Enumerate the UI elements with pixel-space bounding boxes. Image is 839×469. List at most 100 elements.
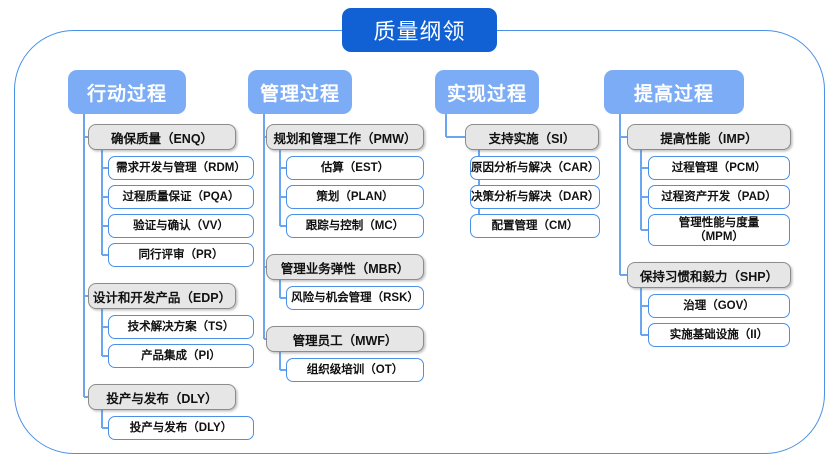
parent-node-label: 管理业务弹性（MBR） bbox=[280, 261, 410, 276]
child-node-label: 策划（PLAN） bbox=[316, 190, 394, 203]
connector-branch-to-child bbox=[641, 305, 648, 307]
column-header-label: 管理过程 bbox=[259, 83, 340, 105]
parent-node[interactable]: 确保质量（ENQ） bbox=[88, 124, 236, 150]
connector-branch-to-child bbox=[280, 196, 286, 198]
child-node-label: 配置管理（CM） bbox=[491, 219, 579, 232]
child-node[interactable]: 跟踪与控制（MC） bbox=[286, 214, 424, 238]
connector-branch-to-child bbox=[102, 254, 108, 256]
connector-column-trunk bbox=[619, 114, 621, 275]
child-node[interactable]: 需求开发与管理（RDM） bbox=[108, 156, 254, 180]
connector-branch-to-child bbox=[102, 225, 108, 227]
child-node[interactable]: 投产与发布（DLY） bbox=[108, 416, 254, 440]
connector-branch-to-child bbox=[102, 196, 108, 198]
parent-node[interactable]: 管理业务弹性（MBR） bbox=[266, 254, 424, 280]
child-node-label: 需求开发与管理（RDM） bbox=[116, 161, 246, 174]
parent-node-label: 规划和管理工作（PMW） bbox=[273, 131, 417, 146]
child-node[interactable]: 同行评审（PR） bbox=[108, 243, 254, 267]
parent-node[interactable]: 投产与发布（DLY） bbox=[88, 384, 236, 410]
child-node[interactable]: 估算（EST） bbox=[286, 156, 424, 180]
column-header-3[interactable]: 实现过程 bbox=[435, 70, 539, 114]
child-node[interactable]: 组织级培训（OT） bbox=[286, 358, 424, 382]
child-node-label: 决策分析与解决（DAR） bbox=[471, 190, 600, 203]
parent-node-label: 管理员工（MWF） bbox=[292, 333, 398, 348]
parent-node-label: 支持实施（SI） bbox=[488, 131, 576, 146]
connector-branch-to-child bbox=[102, 355, 108, 357]
child-node[interactable]: 风险与机会管理（RSK） bbox=[286, 286, 424, 310]
diagram-title-label: 质量纲领 bbox=[373, 19, 466, 44]
connector-branch-to-child bbox=[641, 229, 648, 231]
connector-trunk-to-parent bbox=[84, 396, 88, 398]
child-node[interactable]: 管理性能与度量（MPM） bbox=[648, 214, 790, 246]
child-node-label: 技术解决方案（TS） bbox=[127, 320, 235, 333]
child-node-label: 风险与机会管理（RSK） bbox=[291, 291, 419, 304]
child-node-label: 原因分析与解决（CAR） bbox=[471, 161, 600, 174]
parent-node[interactable]: 支持实施（SI） bbox=[465, 124, 599, 150]
child-node-label: 实施基础设施（II） bbox=[669, 328, 769, 341]
child-node-label: 投产与发布（DLY） bbox=[129, 421, 233, 434]
column-header-4[interactable]: 提高过程 bbox=[604, 70, 744, 114]
connector-parent-spine bbox=[640, 150, 642, 230]
child-node[interactable]: 实施基础设施（II） bbox=[648, 323, 790, 347]
parent-node[interactable]: 规划和管理工作（PMW） bbox=[266, 124, 424, 150]
parent-node[interactable]: 设计和开发产品（EDP） bbox=[88, 283, 236, 309]
connector-trunk-to-parent bbox=[446, 136, 465, 138]
child-node[interactable]: 过程资产开发（PAD） bbox=[648, 185, 790, 209]
connector-parent-spine bbox=[101, 309, 103, 356]
child-node[interactable]: 产品集成（PI） bbox=[108, 344, 254, 368]
child-node[interactable]: 技术解决方案（TS） bbox=[108, 315, 254, 339]
child-node[interactable]: 决策分析与解决（DAR） bbox=[470, 185, 600, 209]
child-node-label: 同行评审（PR） bbox=[138, 248, 224, 261]
parent-node-label: 确保质量（ENQ） bbox=[110, 131, 214, 146]
connector-branch-to-child bbox=[641, 196, 648, 198]
connector-branch-to-child bbox=[641, 167, 648, 169]
connector-parent-spine bbox=[279, 352, 281, 370]
connector-branch-to-child bbox=[641, 334, 648, 336]
child-node-label: 治理（GOV） bbox=[683, 299, 755, 312]
connector-column-trunk bbox=[83, 114, 85, 397]
connector-parent-spine bbox=[279, 150, 281, 226]
connector-branch-to-child bbox=[102, 427, 108, 429]
child-node-label: 过程管理（PCM） bbox=[671, 161, 767, 174]
column-header-2[interactable]: 管理过程 bbox=[248, 70, 352, 114]
column-header-label: 提高过程 bbox=[633, 83, 714, 105]
connector-column-trunk bbox=[445, 114, 447, 137]
child-node-label: 产品集成（PI） bbox=[141, 349, 221, 362]
child-node-label: 过程资产开发（PAD） bbox=[661, 190, 777, 203]
connector-trunk-to-parent bbox=[264, 136, 266, 138]
child-node[interactable]: 验证与确认（VV） bbox=[108, 214, 254, 238]
connector-branch-to-child bbox=[280, 297, 286, 299]
connector-parent-spine bbox=[279, 280, 281, 298]
column-header-1[interactable]: 行动过程 bbox=[68, 70, 186, 114]
connector-trunk-to-parent bbox=[264, 266, 266, 268]
column-header-label: 实现过程 bbox=[446, 83, 527, 105]
child-node[interactable]: 配置管理（CM） bbox=[470, 214, 600, 238]
parent-node-label: 投产与发布（DLY） bbox=[106, 391, 218, 406]
child-node-label: 组织级培训（OT） bbox=[306, 363, 404, 376]
connector-branch-to-child bbox=[280, 225, 286, 227]
parent-node-label: 提高性能（IMP） bbox=[660, 131, 758, 146]
child-node-label: 估算（EST） bbox=[320, 161, 390, 174]
connector-trunk-to-parent bbox=[620, 136, 627, 138]
connector-branch-to-child bbox=[102, 326, 108, 328]
connector-branch-to-child bbox=[102, 167, 108, 169]
child-node[interactable]: 原因分析与解决（CAR） bbox=[470, 156, 600, 180]
child-node-label: 管理性能与度量（MPM） bbox=[678, 216, 760, 243]
parent-node[interactable]: 提高性能（IMP） bbox=[627, 124, 791, 150]
connector-trunk-to-parent bbox=[264, 338, 266, 340]
child-node[interactable]: 过程管理（PCM） bbox=[648, 156, 790, 180]
parent-node-label: 保持习惯和毅力（SHP） bbox=[639, 269, 779, 284]
parent-node[interactable]: 保持习惯和毅力（SHP） bbox=[627, 262, 791, 288]
child-node[interactable]: 治理（GOV） bbox=[648, 294, 790, 318]
child-node-label: 验证与确认（VV） bbox=[133, 219, 229, 232]
connector-parent-spine bbox=[101, 410, 103, 428]
child-node[interactable]: 过程质量保证（PQA） bbox=[108, 185, 254, 209]
child-node-label: 过程质量保证（PQA） bbox=[122, 190, 240, 203]
connector-parent-spine bbox=[640, 288, 642, 335]
connector-trunk-to-parent bbox=[84, 136, 88, 138]
child-node-label: 跟踪与控制（MC） bbox=[305, 219, 405, 232]
parent-node-label: 设计和开发产品（EDP） bbox=[92, 290, 232, 305]
child-node[interactable]: 策划（PLAN） bbox=[286, 185, 424, 209]
parent-node[interactable]: 管理员工（MWF） bbox=[266, 326, 424, 352]
connector-trunk-to-parent bbox=[620, 274, 627, 276]
